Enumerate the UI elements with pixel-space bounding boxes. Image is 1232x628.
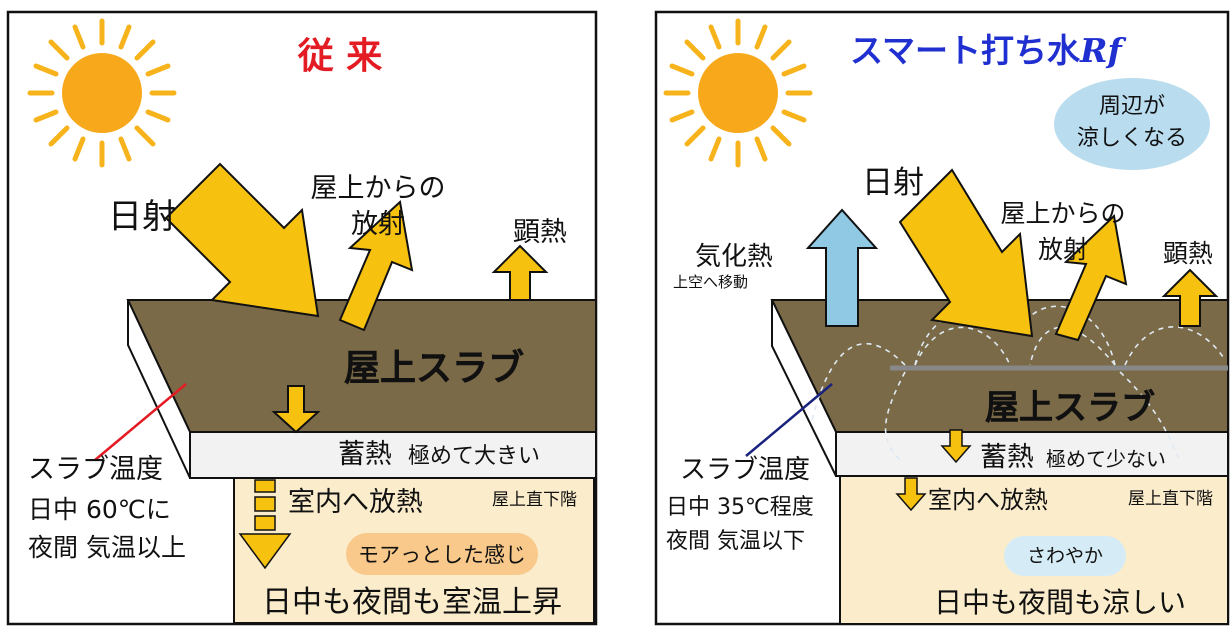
- label-feeling: モアっとした感じ: [358, 543, 526, 567]
- panel-title-main: スマート打ち水: [850, 31, 1081, 70]
- cool-bubble: [1054, 78, 1210, 170]
- panel-title: 従 来: [297, 35, 383, 77]
- label-sensible: 顕熱: [1163, 239, 1213, 268]
- slab-temp-line2: 日中 35℃程度: [666, 495, 814, 520]
- sensible-heat-arrow: [1161, 268, 1219, 327]
- label-conclusion: 日中も夜間も室温上昇: [262, 585, 562, 620]
- feeling-pill: [1004, 536, 1126, 576]
- label-roof-radiation-2: 放射: [1038, 235, 1088, 264]
- slab-temp-line3: 夜間 気温以上: [28, 533, 186, 562]
- slab-temp-line1: スラブ温度: [28, 454, 163, 485]
- slab-temp-line1: スラブ温度: [680, 455, 810, 485]
- bubble-line1: 周辺が: [1099, 94, 1165, 119]
- label-solar: 日射: [862, 165, 924, 201]
- label-roof-radiation-2: 放射: [351, 209, 405, 240]
- label-conclusion: 日中も夜間も涼しい: [934, 586, 1186, 619]
- panel-smart-uchimizu: スマート打ち水Rf 周辺が 涼しくなる 日射 屋上からの 放射: [654, 10, 1230, 626]
- label-slab: 屋上スラブ: [985, 388, 1155, 428]
- sensible-heat-arrow: [491, 244, 549, 301]
- slab-temp-leader: [745, 383, 833, 457]
- indoor-heat-arrow: [895, 477, 927, 512]
- label-indoor-heat: 室内へ放熱: [928, 486, 1048, 514]
- evaporation-arrow: [805, 208, 879, 327]
- label-evaporation: 気化熱: [695, 242, 773, 272]
- label-slab: 屋上スラブ: [344, 348, 524, 389]
- label-roof-radiation-1: 屋上からの: [311, 173, 446, 204]
- label-floor: 屋上直下階: [492, 490, 577, 510]
- slab-temp-leader: [94, 383, 187, 461]
- label-floor: 屋上直下階: [1128, 489, 1213, 509]
- sun-icon: [663, 18, 813, 168]
- roof-slab-front: [189, 431, 597, 479]
- solar-radiation-arrow: [898, 168, 1034, 338]
- roof-radiation-arrow: [338, 200, 414, 332]
- label-storage-note: 極めて大きい: [408, 444, 540, 469]
- label-solar: 日射: [108, 197, 176, 237]
- slab-temp-line3: 夜間 気温以下: [666, 529, 805, 554]
- bubble-line2: 涼しくなる: [1077, 126, 1187, 151]
- panel-conventional: 従 来 日射 屋上からの 放射 顕熱 屋上スラブ 蓄熱 極めて大きい スラブ温度…: [6, 10, 598, 626]
- label-evaporation-note: 上空へ移動: [673, 273, 748, 291]
- heat-storage-arrow: [940, 429, 972, 464]
- label-storage-note: 極めて少ない: [1046, 447, 1166, 471]
- panel-title-suffix: Rf: [1079, 31, 1126, 70]
- indoor-heat-arrow: [238, 479, 292, 570]
- roof-radiation-arrow: [1054, 213, 1128, 342]
- heat-storage-arrow: [271, 385, 321, 434]
- panel-title: スマート打ち水Rf: [850, 31, 1126, 70]
- solar-radiation-arrow: [164, 162, 320, 318]
- label-sensible: 顕熱: [513, 217, 567, 248]
- sun-icon: [27, 18, 177, 168]
- label-roof-radiation-1: 屋上からの: [1000, 199, 1125, 228]
- roof-slab-front: [835, 431, 1229, 477]
- label-feeling: さわやか: [1027, 545, 1103, 567]
- slab-temp-line2: 日中 60℃に: [28, 495, 171, 524]
- feeling-pill: [346, 533, 538, 575]
- label-storage: 蓄熱: [338, 439, 392, 470]
- label-indoor-heat: 室内へ放熱: [288, 487, 423, 518]
- label-storage: 蓄熱: [980, 442, 1034, 473]
